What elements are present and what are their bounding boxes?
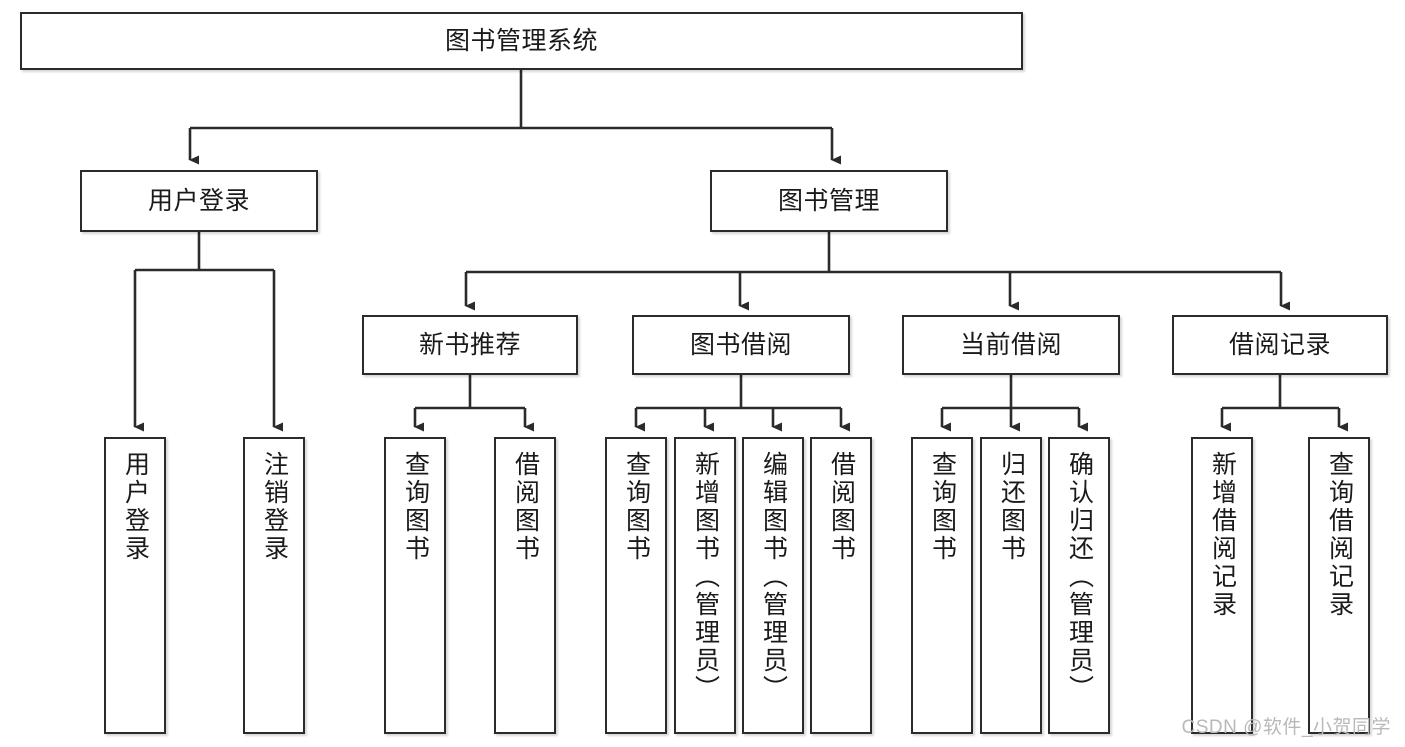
node-new-book-recommend[interactable]: 新书推荐 — [362, 315, 578, 375]
node-leaf-query-book-2-label: 查询图书 — [622, 451, 651, 563]
node-leaf-query-book-1[interactable]: 查询图书 — [384, 437, 446, 734]
node-leaf-query-book-3[interactable]: 查询图书 — [911, 437, 973, 734]
node-leaf-borrow-book-1[interactable]: 借阅图书 — [494, 437, 556, 734]
node-user-login[interactable]: 用户登录 — [80, 170, 318, 232]
node-leaf-confirm-return[interactable]: 确认归还（管理员） — [1048, 437, 1110, 734]
node-leaf-return-book[interactable]: 归还图书 — [980, 437, 1042, 734]
node-leaf-query-record[interactable]: 查询借阅记录 — [1308, 437, 1370, 734]
node-leaf-confirm-return-label: 确认归还（管理员） — [1065, 451, 1094, 703]
node-leaf-query-book-3-label: 查询图书 — [928, 451, 957, 563]
node-leaf-add-record-label: 新增借阅记录 — [1208, 451, 1237, 619]
node-book-borrow[interactable]: 图书借阅 — [632, 315, 850, 375]
node-leaf-add-book[interactable]: 新增图书（管理员） — [674, 437, 736, 734]
node-leaf-user-login[interactable]: 用户登录 — [104, 437, 166, 734]
node-user-login-label: 用户登录 — [147, 186, 250, 215]
node-current-borrow[interactable]: 当前借阅 — [902, 315, 1120, 375]
node-borrow-record-label: 借阅记录 — [1228, 330, 1331, 359]
node-leaf-borrow-book-1-label: 借阅图书 — [511, 451, 540, 563]
node-borrow-record[interactable]: 借阅记录 — [1172, 315, 1388, 375]
node-book-manage-label: 图书管理 — [777, 186, 880, 215]
csdn-watermark: CSDN @软件_小贺同学 — [1181, 717, 1391, 738]
node-current-borrow-label: 当前借阅 — [959, 330, 1062, 359]
node-leaf-return-book-label: 归还图书 — [997, 451, 1026, 563]
node-leaf-logout-login-label: 注销登录 — [260, 451, 289, 563]
node-root-label: 图书管理系统 — [444, 26, 598, 55]
node-book-manage[interactable]: 图书管理 — [710, 170, 948, 232]
node-book-borrow-label: 图书借阅 — [689, 330, 792, 359]
node-leaf-query-record-label: 查询借阅记录 — [1325, 451, 1354, 619]
node-leaf-borrow-book-2[interactable]: 借阅图书 — [810, 437, 872, 734]
node-new-book-recommend-label: 新书推荐 — [418, 330, 521, 359]
node-leaf-edit-book-label: 编辑图书（管理员） — [759, 451, 788, 703]
node-leaf-query-book-1-label: 查询图书 — [401, 451, 430, 563]
node-leaf-edit-book[interactable]: 编辑图书（管理员） — [742, 437, 804, 734]
node-leaf-add-book-label: 新增图书（管理员） — [691, 451, 720, 703]
node-root-book-management-system[interactable]: 图书管理系统 — [20, 12, 1023, 70]
node-leaf-borrow-book-2-label: 借阅图书 — [827, 451, 856, 563]
node-leaf-add-record[interactable]: 新增借阅记录 — [1191, 437, 1253, 734]
node-leaf-user-login-label: 用户登录 — [121, 451, 150, 563]
node-leaf-logout-login[interactable]: 注销登录 — [243, 437, 305, 734]
node-leaf-query-book-2[interactable]: 查询图书 — [605, 437, 667, 734]
